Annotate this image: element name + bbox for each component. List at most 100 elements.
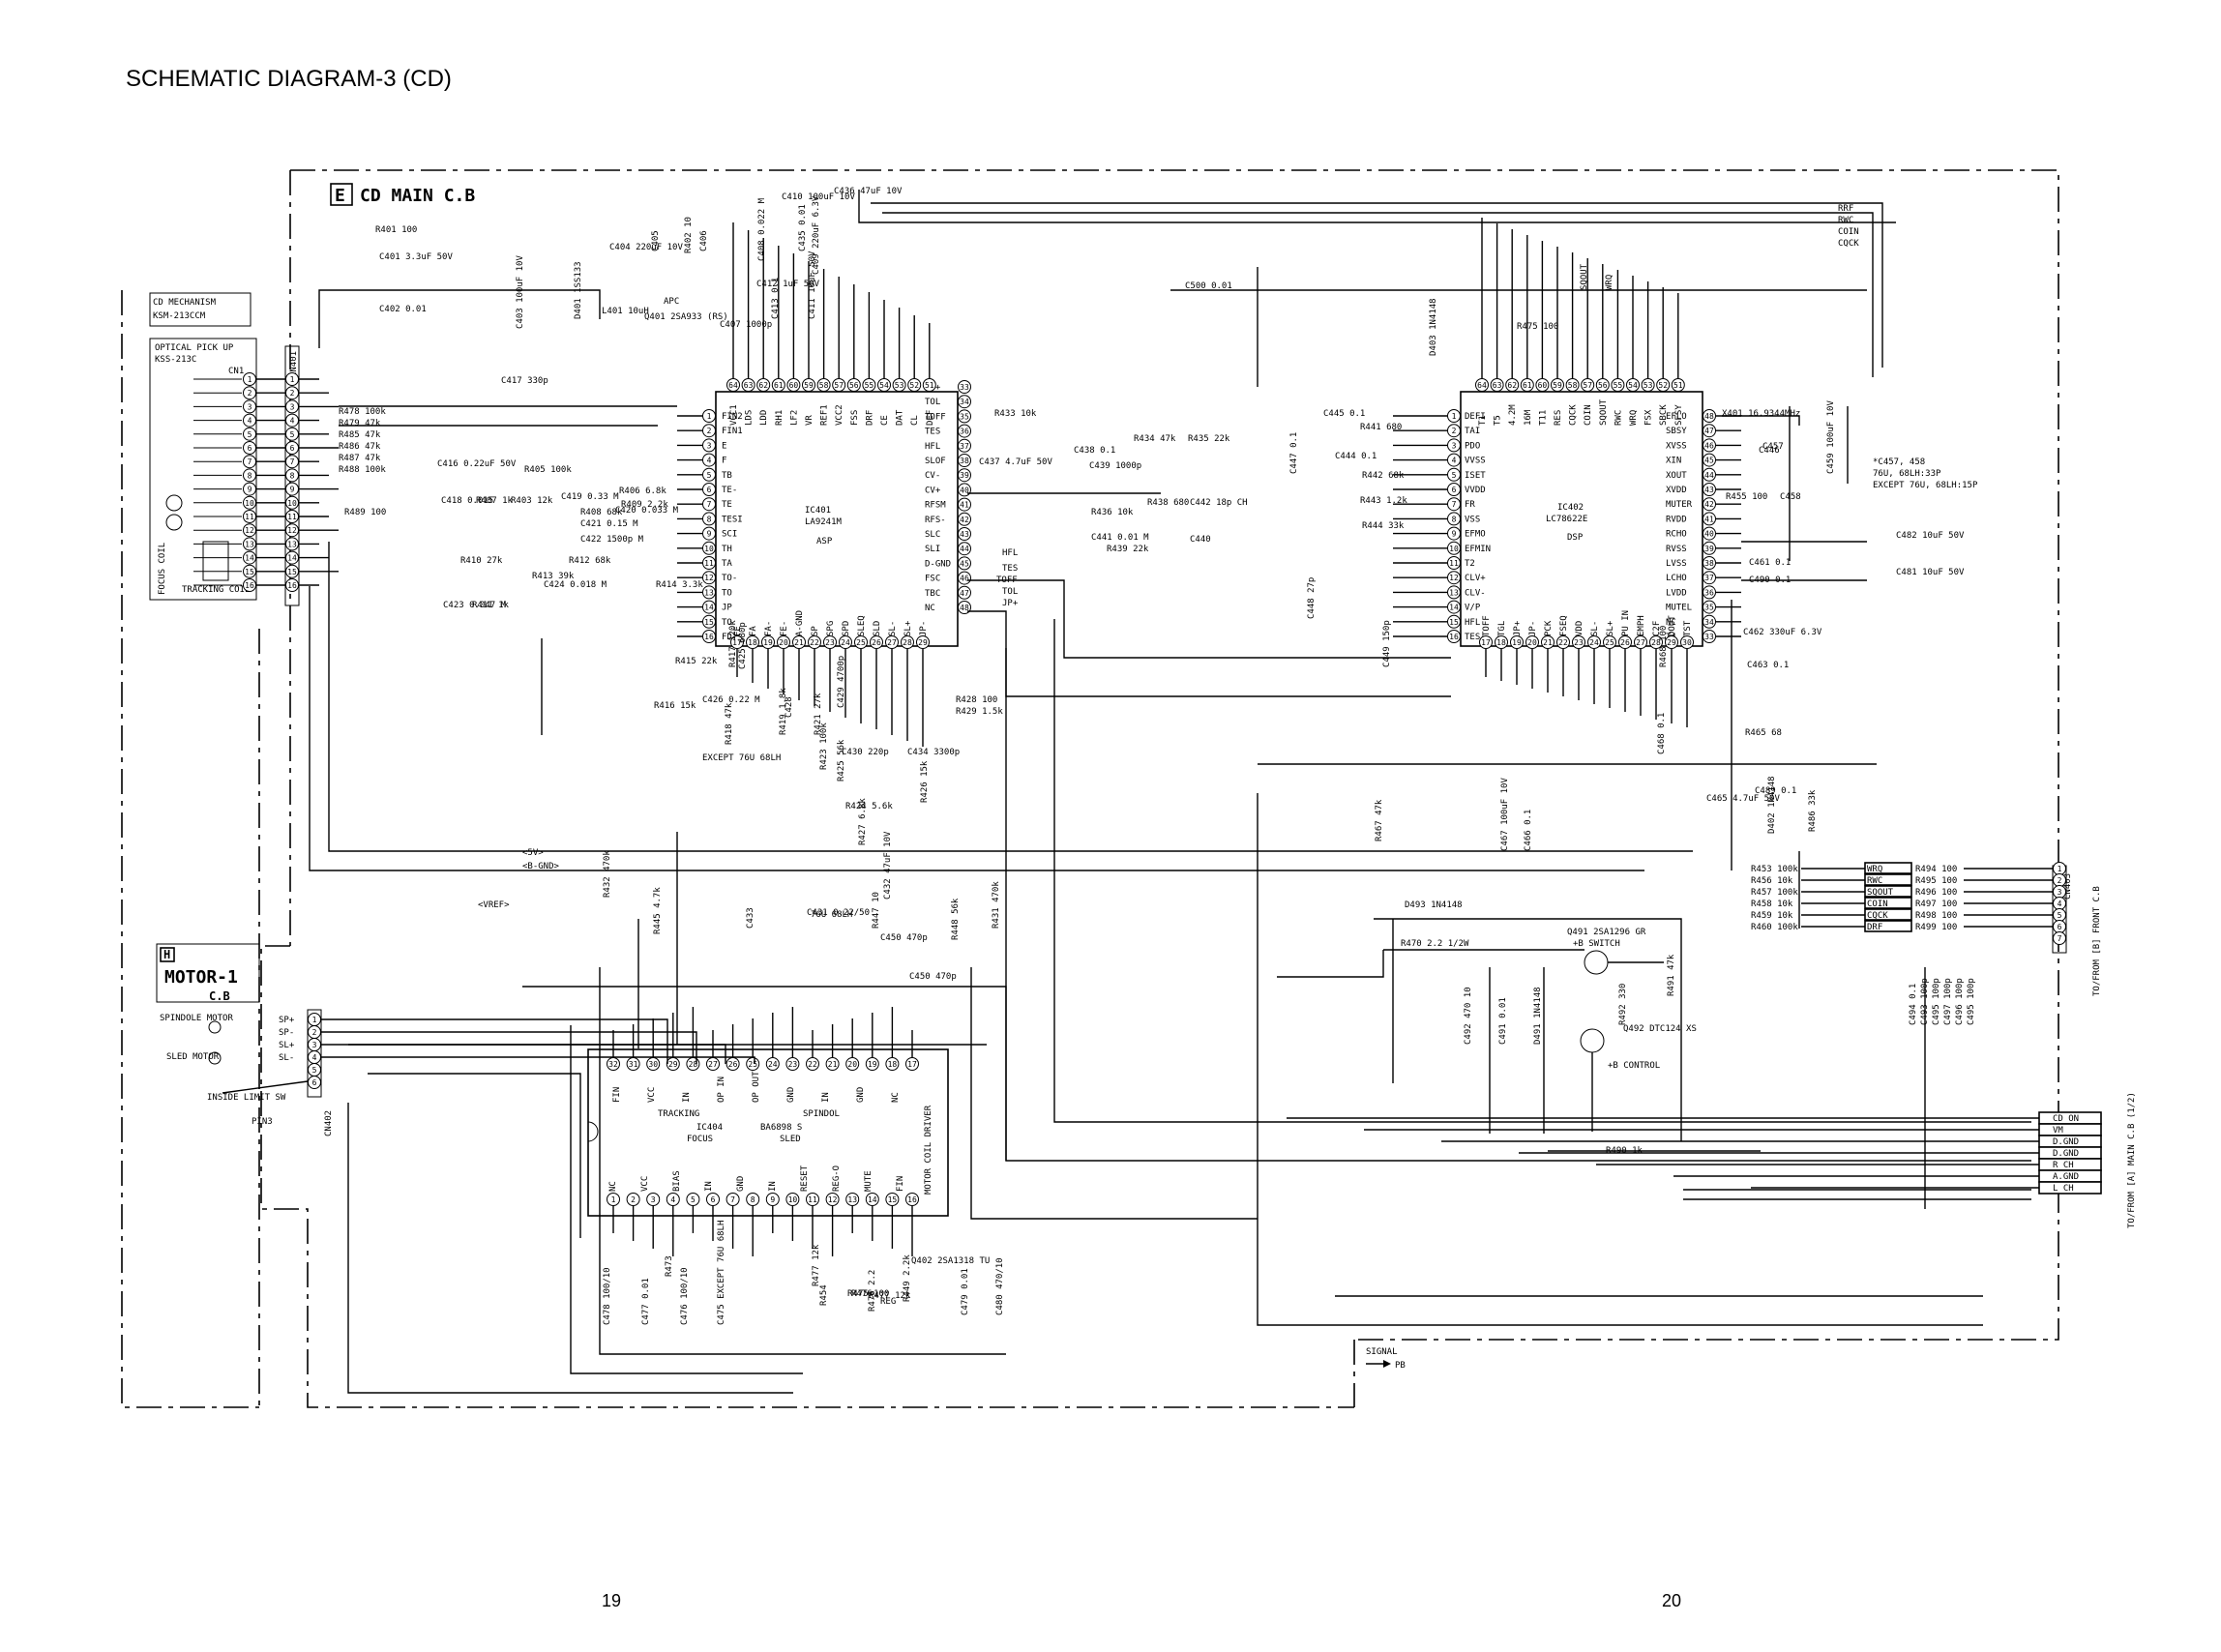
mech-title: CD MECHANISM <box>153 298 217 308</box>
net-label-4: RWC <box>1838 216 1853 225</box>
cn401-pin-7-num: 7 <box>290 457 295 466</box>
ic401-pin-48-num: 48 <box>960 604 969 612</box>
ic402-pin-54 <box>1626 378 1640 392</box>
motor-pin-label: SP+ <box>279 1016 295 1025</box>
ic401-pin-25 <box>854 635 868 649</box>
top-cap-1: C436 47uF 10V <box>834 187 903 196</box>
ic401-part: LA9241M <box>805 517 843 527</box>
ic402-pin-46-num: 46 <box>1704 441 1714 450</box>
main-cb-interface: TO/FROM [A] MAIN C.B (1/2) CD ONVMD.GNDD… <box>2038 1092 2137 1228</box>
dsp-part-25: D402 1N4148 <box>1767 776 1777 834</box>
cn401-pin-7 <box>285 455 299 469</box>
ic401-pin-42-num: 42 <box>960 516 969 524</box>
cn403-pin-3-num: 3 <box>2058 888 2062 897</box>
ic401-pin-37-num: 37 <box>960 442 969 451</box>
resistor-2: R485 47k <box>339 430 381 440</box>
ic404-bottom-label: RESET <box>800 1165 810 1192</box>
ic402-pin-12 <box>1447 571 1461 585</box>
resistor-43: R454 <box>819 1284 829 1306</box>
ic404-pin-20 <box>845 1057 860 1071</box>
ic402-pin-label: COIN <box>1584 404 1593 426</box>
top-cap-3: C402 0.01 <box>379 305 427 314</box>
dsp-part-11: C446 <box>1759 446 1780 456</box>
power-part-10: R491 47k <box>1667 954 1676 996</box>
ic404-pin-24 <box>765 1057 780 1071</box>
dsp-part-22: C468 0.1 <box>1657 713 1667 754</box>
driver-part-3: C475 EXCEPT 76U 68LH <box>717 1221 726 1325</box>
ic401-pin-label: LDS <box>745 410 755 426</box>
cn1-pin-8 <box>243 468 256 483</box>
cn1-pin-12 <box>243 523 256 538</box>
ic404-pin-22 <box>806 1057 819 1071</box>
ic402-pin-40 <box>1703 526 1716 541</box>
ic402-pin-label: DOUT <box>1668 615 1677 636</box>
ic402-pin-label: 16M <box>1524 409 1533 426</box>
resistor-19: R434 47k <box>1134 434 1176 444</box>
cn401-pin-14 <box>285 550 299 565</box>
ic402-pin-label: HFL <box>1465 618 1480 628</box>
front-cb-pull-resistor: R458 10k <box>1751 900 1793 909</box>
ic401-pin-label: FA- <box>764 621 774 636</box>
ic402-pin-51-num: 51 <box>1673 381 1683 390</box>
ic402-pin-18-num: 18 <box>1496 638 1506 647</box>
cn401-pin-5 <box>285 427 299 441</box>
ic402-pin-58-num: 58 <box>1568 381 1578 390</box>
ic404-pin-3-num: 3 <box>651 1195 656 1204</box>
ic401-pin-63 <box>741 378 755 392</box>
ic402-pin-label: RVDD <box>1666 515 1687 524</box>
cap-26: C413 0.1 <box>771 278 781 319</box>
ic401-pin-label: F <box>722 457 726 466</box>
ic404-pin-22-num: 22 <box>808 1060 817 1069</box>
net-label-0: <5V> <box>522 848 544 858</box>
ic401-pin-20 <box>777 635 790 649</box>
resistor-35: R428 100 <box>956 695 997 705</box>
cap-21: C433 <box>746 907 755 929</box>
ic401-pin-label: SL- <box>888 621 898 636</box>
cn401-pin-13-num: 13 <box>287 540 297 548</box>
ic404-pin-14-num: 14 <box>868 1195 877 1204</box>
ic404-pin-9-num: 9 <box>770 1195 775 1204</box>
cn401-pin-2 <box>285 386 299 400</box>
bus <box>858 190 1896 223</box>
ic401-pin-35-num: 35 <box>960 412 969 421</box>
ic402-pin-label: SL+ <box>1606 620 1615 636</box>
cn403-pin-6-num: 6 <box>2058 923 2062 931</box>
ic402-pin-62-num: 62 <box>1507 381 1517 390</box>
svg-text:CN401: CN401 <box>289 351 299 377</box>
ic402-pin-51 <box>1671 378 1685 392</box>
resistor-31: R424 5.6k <box>845 802 893 811</box>
ic401-pin-22 <box>808 635 821 649</box>
ic401-pin-label: SPG <box>826 621 836 636</box>
ic401-pin-label: FIN2 <box>722 412 743 422</box>
ic404-bottom-label: VCC <box>640 1176 650 1192</box>
ic401-pin-label: D-GND <box>925 559 951 569</box>
except-note-2: EXCEPT 76U, 68LH:15P <box>1873 481 1978 490</box>
cap-9: C437 4.7uF 50V <box>979 457 1052 467</box>
ic404-pin-17 <box>905 1057 919 1071</box>
ic404-pin-20-num: 20 <box>847 1060 857 1069</box>
ic404-top-label: IN <box>821 1092 831 1103</box>
ic402-pin-45-num: 45 <box>1704 457 1714 465</box>
ic401-pin-label: TE <box>722 500 732 510</box>
ic401-pin-label: TO- <box>722 574 737 583</box>
resistor-44: R476 <box>851 1289 873 1299</box>
ic401-pin-14 <box>702 600 716 614</box>
resistor-12: R408 68k <box>580 508 623 517</box>
pickup-title: OPTICAL PICK UP <box>155 343 234 353</box>
ic401-pin-27-num: 27 <box>887 638 897 647</box>
ic401-pin-61-num: 61 <box>774 381 784 390</box>
cn401-pin-16-num: 16 <box>287 581 297 590</box>
bus <box>1053 619 2031 1123</box>
ic401-pin-56-num: 56 <box>849 381 859 390</box>
top-cap-6: C408 0.022 M <box>757 197 767 261</box>
dsp-part-21: R468 100 <box>1659 626 1669 667</box>
cn403-label: CN403 <box>2063 873 2073 900</box>
ic402-pin-label: VVSS <box>1465 457 1486 466</box>
ic401-pin-3-num: 3 <box>707 441 712 450</box>
ic402-pin-10-num: 10 <box>1449 545 1459 553</box>
ic402-pin-7-num: 7 <box>1452 500 1457 509</box>
cn402-label: CN402 <box>324 1110 334 1136</box>
ic401-pin-16 <box>702 630 716 643</box>
